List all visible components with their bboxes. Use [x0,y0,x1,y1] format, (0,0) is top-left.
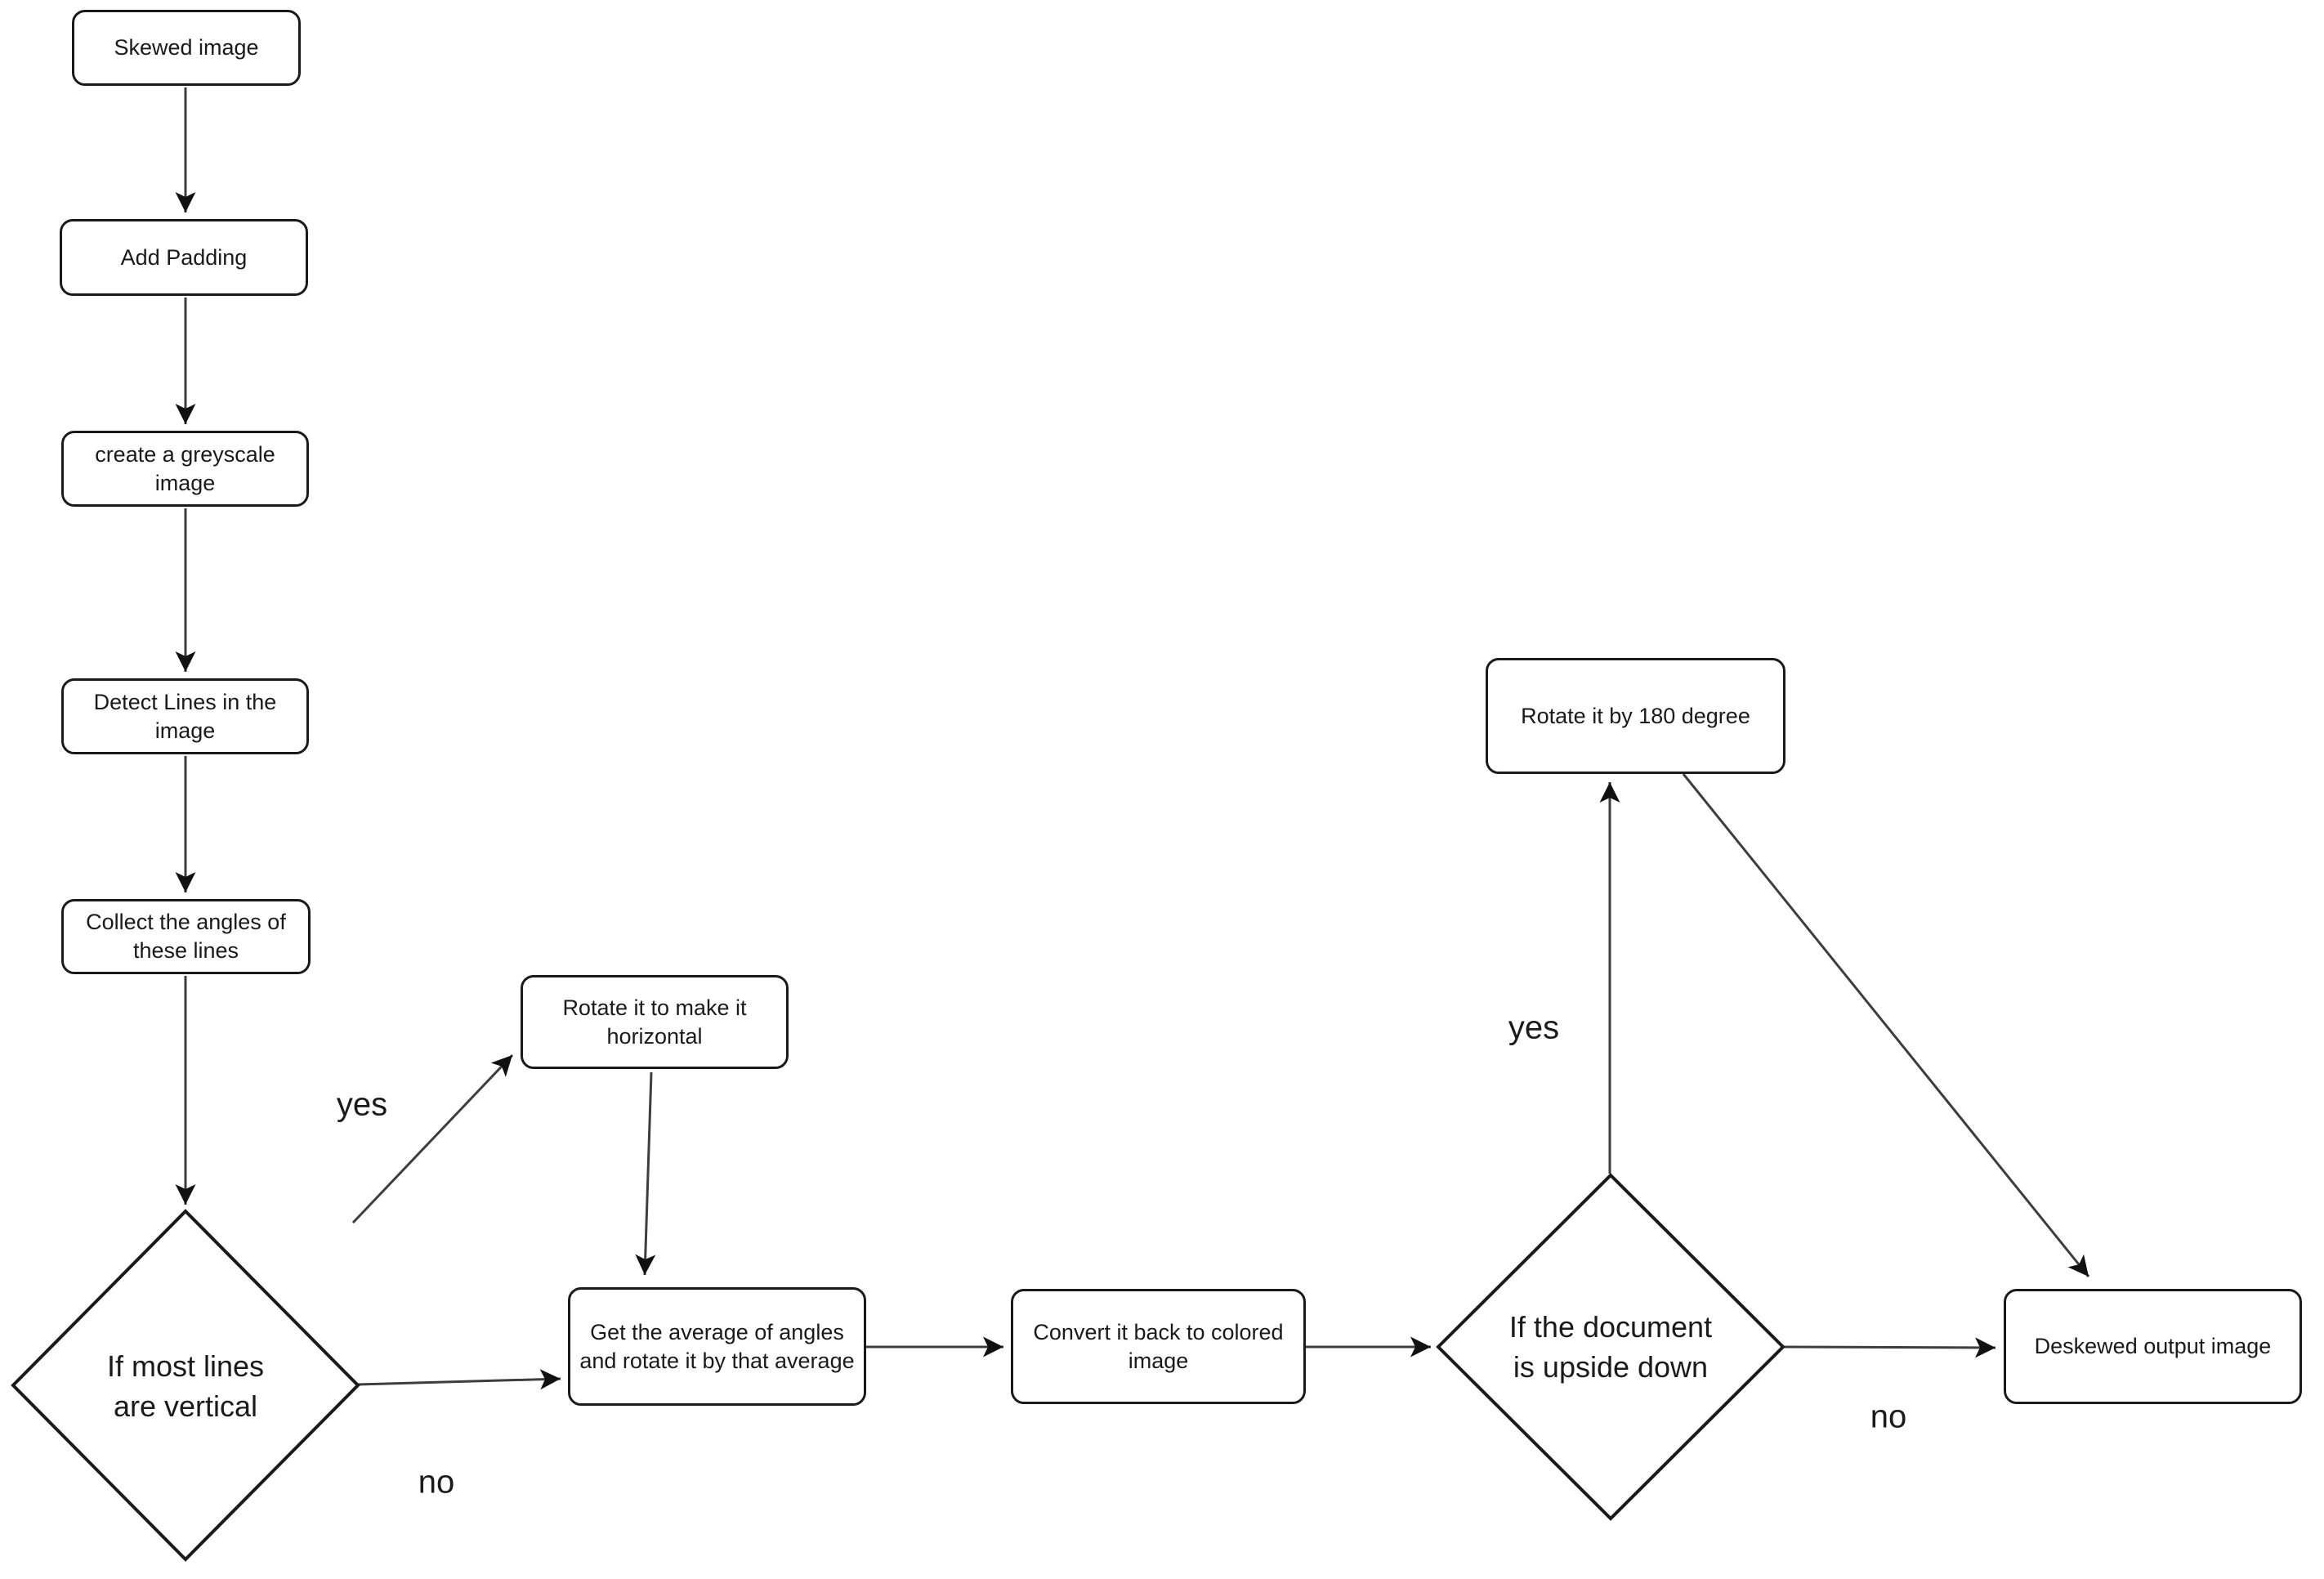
node-convert-back: Convert it back to colored image [1011,1289,1306,1404]
decision-upside-down-shape [1436,1173,1785,1521]
node-create-greyscale: create a greyscale image [61,431,309,507]
node-skewed-image: Skewed image [72,10,301,86]
edge-rotate-horizontal-to-get-average [635,1071,656,1276]
edge-decision-upside-down-no-to-deskewed [1782,1337,1996,1358]
node-rotate-180: Rotate it by 180 degree [1486,658,1785,774]
decision-upside-down-label: If the document is upside down [1508,1310,1713,1384]
node-detect-lines: Detect Lines in the image [61,678,309,754]
node-rotate-horizontal: Rotate it to make it horizontal [521,975,789,1069]
decision-most-lines-vertical-label: If most lines are vertical [106,1349,265,1423]
label-vertical-yes: yes [336,1086,388,1123]
node-collect-angles: Collect the angles of these lines [61,899,311,974]
node-get-average: Get the average of angles and rotate it … [568,1287,866,1406]
label-vertical-no: no [418,1464,455,1501]
edge-decision-vertical-no-to-get-average [357,1369,561,1390]
node-add-padding: Add Padding [60,219,308,296]
label-upside-no: no [1870,1398,1907,1435]
label-upside-yes: yes [1508,1009,1560,1046]
node-deskewed-output: Deskewed output image [2004,1289,2302,1404]
decision-most-lines-vertical-shape [11,1209,360,1562]
edge-decision-vertical-yes-to-rotate-horizontal [351,1053,514,1224]
edge-rotate-180-to-deskewed [1682,773,2090,1277]
